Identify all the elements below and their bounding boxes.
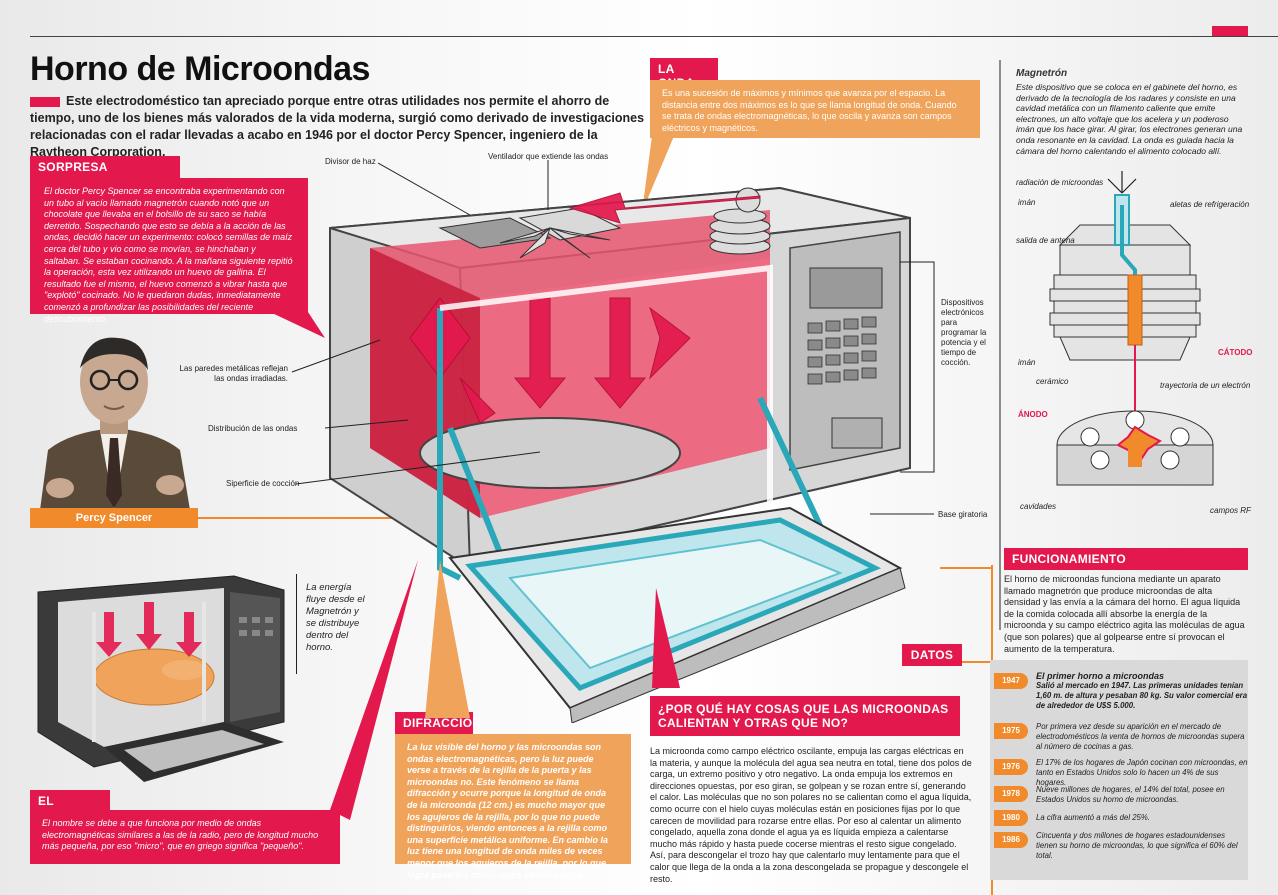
datos-year-1978: 1978: [994, 786, 1028, 802]
sorpresa-text: El doctor Percy Spencer se encontraba ex…: [30, 178, 308, 324]
percy-caption-line: [198, 517, 398, 519]
datos-year-1976: 1976: [994, 759, 1028, 775]
mag-label-iman1: imán: [1018, 198, 1036, 207]
datos-year-1986: 1986: [994, 832, 1028, 848]
porque-pointer: [652, 588, 680, 688]
sorpresa-pointer: [270, 312, 325, 338]
datos-item-1947-text: Salió al mercado en 1947. Las primeras u…: [1036, 681, 1248, 710]
mag-label-catodo: CÁTODO: [1218, 348, 1253, 357]
microwave-illustration: [329, 186, 911, 723]
top-rule: [30, 36, 1278, 37]
mag-label-iman2: imán: [1018, 358, 1036, 367]
funcionamiento-header: FUNCIONAMIENTO: [1004, 548, 1248, 570]
datos-item-1980-text: La cifra aumentó a más del 25%.: [1036, 813, 1150, 822]
percy-spencer-caption: Percy Spencer: [30, 508, 198, 528]
datos-year-1980: 1980: [994, 810, 1028, 826]
datos-year-1975: 1975: [994, 723, 1028, 739]
datos-item-1975-text: Por primera vez desde su aparición en el…: [1036, 722, 1245, 751]
nombre-pointer: [330, 560, 418, 820]
energia-note: La energía fluye desde el Magnetrón y se…: [306, 582, 365, 653]
mag-label-cavidades: cavidades: [1020, 502, 1057, 511]
nombre-text: El nombre se debe a que funciona por med…: [30, 810, 340, 864]
datos-item-1947-title: El primer horno a microondas: [1036, 671, 1165, 681]
label-divisor: Divisor de haz: [325, 157, 376, 166]
datos-item-1986-text: Cincuenta y dos millones de hogares esta…: [1036, 831, 1238, 860]
label-ventilador: Ventilador que extiende las ondas: [488, 152, 609, 161]
energia-note-line: [296, 574, 297, 674]
difraccion-pointer: [425, 560, 470, 718]
onda-text: Es una sucesión de máximos y mínimos que…: [650, 80, 980, 138]
label-paredes: Las paredes metálicas reflejan las ondas…: [179, 364, 288, 383]
funcionamiento-text: El horno de microondas funciona mediante…: [1004, 574, 1245, 654]
mag-label-salida: salida de antena: [1016, 236, 1075, 245]
datos-item-1978-text: Nueve millones de hogares, el 14% del to…: [1036, 785, 1225, 804]
percy-spencer-portrait: [40, 337, 190, 510]
top-accent-mark: [1212, 26, 1248, 36]
datos-year-1947: 1947: [994, 673, 1028, 689]
small-oven-illustration: [37, 575, 285, 782]
label-superficie: Siperficie de cocción: [226, 479, 300, 488]
datos-item-1976-text: El 17% de los hogares de Japón cocinan c…: [1036, 758, 1248, 787]
label-dispositivos: Dispositivos electrónicos para programar…: [941, 298, 987, 367]
mag-label-campos: campos RF: [1210, 506, 1251, 515]
label-distribucion: Distribución de las ondas: [208, 424, 298, 433]
intro-text: Este electrodoméstico tan apreciado porq…: [30, 93, 650, 161]
porque-text: La microonda como campo eléctrico oscila…: [650, 746, 972, 884]
mag-label-ceramico: cerámico: [1036, 377, 1069, 386]
sorpresa-header: SORPRESA: [30, 156, 180, 178]
onda-pointer: [642, 136, 674, 212]
datos-panel: [990, 660, 1248, 880]
porque-header: ¿POR QUÉ HAY COSAS QUE LAS MICROONDAS CA…: [650, 696, 960, 736]
datos-item-1947: El primer horno a microondas Salió al me…: [1036, 671, 1248, 711]
intro-accent-bar: [30, 96, 60, 107]
magnetron-diagram: [1049, 171, 1214, 486]
mag-label-aletas: aletas de refrigeración: [1170, 200, 1250, 209]
mag-label-radiacion: radiación de microondas: [1016, 178, 1104, 187]
datos-header: DATOS: [902, 644, 962, 666]
mag-label-anodo: ÁNODO: [1018, 410, 1048, 419]
difraccion-text: La luz visible del horno y las microonda…: [395, 734, 631, 880]
label-base: Base giratoria: [938, 510, 988, 519]
page-title: Horno de Microondas: [30, 50, 370, 88]
intro-body: Este electrodoméstico tan apreciado porq…: [30, 94, 645, 159]
magnetron-text: Este dispositivo que se coloca en el gab…: [1016, 82, 1243, 156]
magnetron-title: Magnetrón: [1016, 68, 1068, 79]
mag-label-trayectoria: trayectoria de un electrón: [1160, 381, 1251, 390]
